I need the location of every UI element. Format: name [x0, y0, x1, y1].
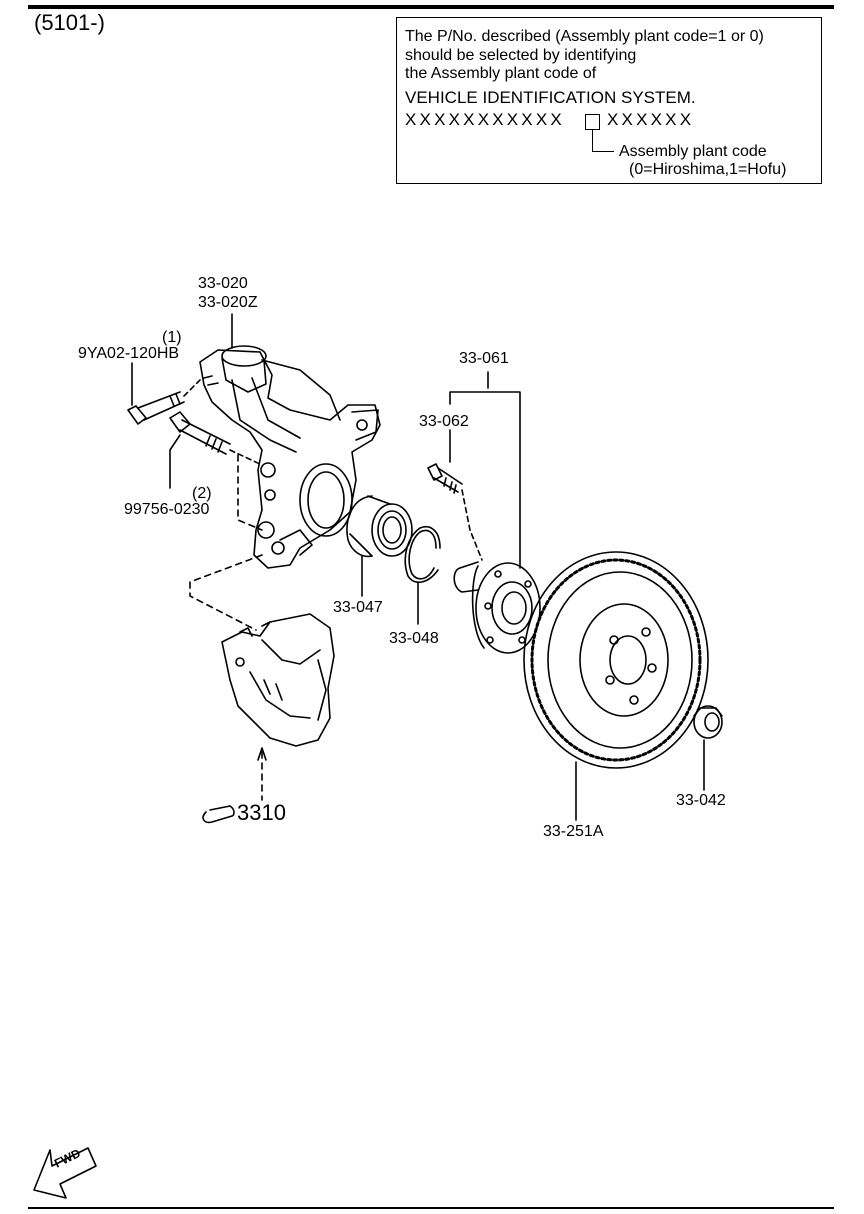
legend-title: Assembly plant code [619, 143, 767, 160]
bolt-99756 [169, 411, 231, 455]
caliper-guide-2 [189, 554, 263, 631]
legend-values: (0=Hiroshima,1=Hofu) [629, 161, 787, 178]
wheel-hub [453, 561, 541, 654]
top-rule [28, 5, 834, 9]
label-hub-set: 33-061 [459, 350, 509, 367]
label-bearing: 33-047 [333, 599, 383, 616]
label-hub-bolt: 33-062 [419, 413, 469, 430]
bolt2-leader [169, 434, 181, 489]
vin-suffix: XXXXXX [607, 110, 695, 129]
snap-ring [404, 526, 441, 583]
caliper-ref-arrow [257, 747, 267, 761]
label-nut: 33-042 [676, 792, 726, 809]
wheel-bearing [346, 495, 413, 558]
label-snap-ring: 33-048 [389, 630, 439, 647]
reference-hand-icon [202, 805, 235, 824]
note-line-3: the Assembly plant code of [405, 65, 597, 82]
bottom-rule [28, 1207, 834, 1209]
hubbolt-dash [461, 489, 483, 561]
hubset-bracket [449, 371, 521, 569]
label-bolt1-qty: (1) [162, 329, 182, 346]
steering-knuckle [199, 345, 381, 569]
plant-code-box [585, 114, 600, 130]
brake-disc [523, 551, 709, 769]
vin-prefix: XXXXXXXXXXX [405, 110, 565, 129]
label-bolt1-no: 9YA02-120HB [78, 345, 180, 362]
hub-nut [693, 705, 723, 739]
note-line-2: should be selected by identifying [405, 47, 637, 64]
bolt1-dash [183, 379, 201, 397]
label-knuckle-b: 33-020Z [198, 294, 258, 311]
hub-bolt [427, 463, 463, 494]
label-disc: 33-251A [543, 823, 604, 840]
plant-code-note: The P/No. described (Assembly plant code… [396, 17, 822, 184]
leader-horizontal [592, 151, 614, 153]
model-code: (5101-) [34, 10, 105, 35]
label-caliper-ref[interactable]: 3310 [237, 800, 286, 825]
note-line-1: The P/No. described (Assembly plant code… [405, 28, 764, 45]
caliper-guide-1 [237, 454, 263, 531]
note-line-4: VEHICLE IDENTIFICATION SYSTEM. [405, 88, 696, 107]
label-bolt2-no: 99756-0230 [124, 501, 210, 518]
bolt-9ya02 [127, 391, 185, 425]
leader-vertical [592, 130, 594, 152]
label-bolt2-qty: (2) [192, 485, 212, 502]
brake-caliper [221, 613, 335, 747]
label-knuckle-a: 33-020 [198, 275, 248, 292]
fwd-arrow-icon [33, 1147, 97, 1199]
bolt2-dash [229, 449, 263, 466]
